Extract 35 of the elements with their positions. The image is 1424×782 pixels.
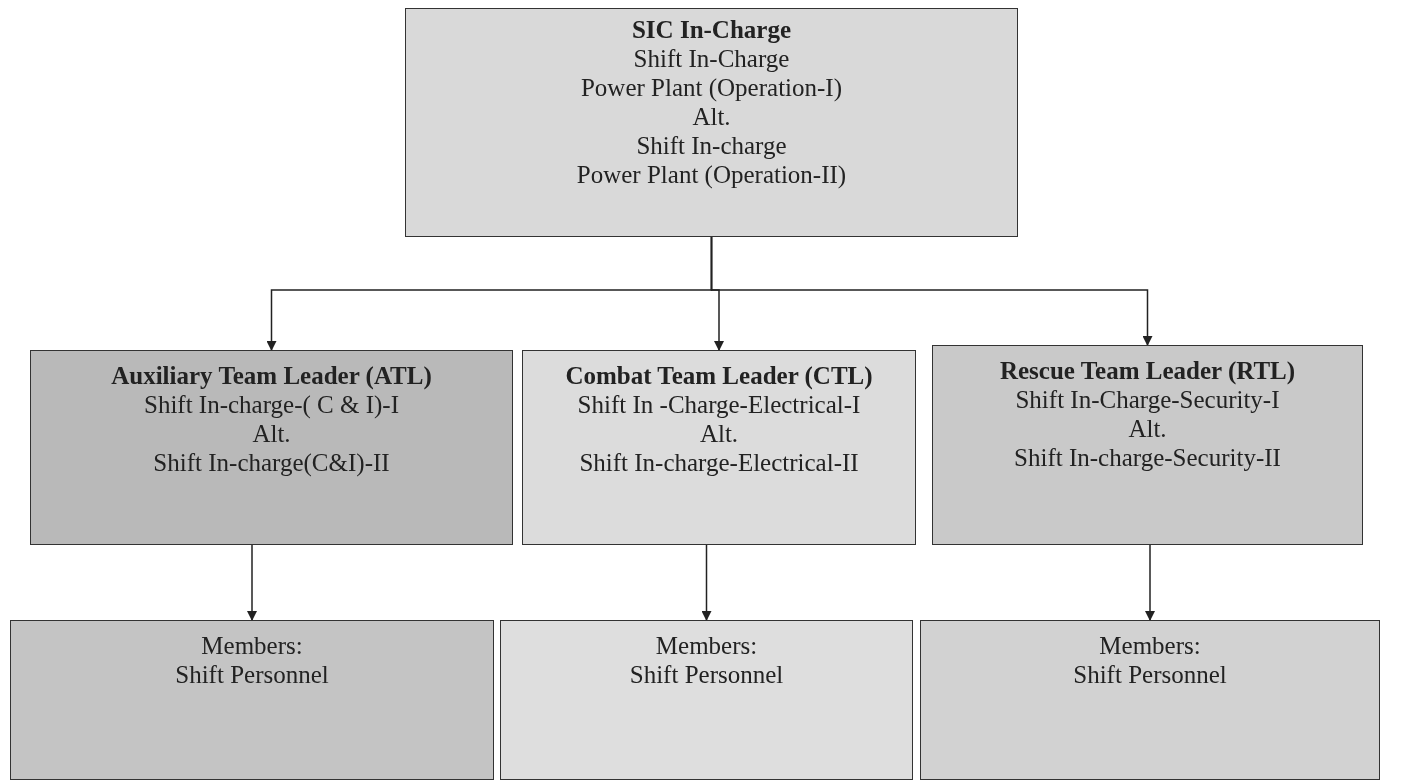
role-box xyxy=(522,350,916,545)
arrow xyxy=(710,236,1153,346)
role-text: Members: xyxy=(1099,631,1201,660)
role-text: Members: xyxy=(655,631,758,660)
arrow xyxy=(1145,544,1155,621)
role-text: Members: xyxy=(201,631,303,660)
role-text: Shift In -Charge-Electrical-I xyxy=(577,390,861,419)
role-text: Alt. xyxy=(699,419,739,448)
role-text: Alt. xyxy=(252,419,291,448)
role-text: Shift In-charge-Security-II xyxy=(1014,443,1281,472)
role-text: Shift Personnel xyxy=(175,660,329,689)
role-box xyxy=(10,620,494,780)
role-title: SIC In-Charge xyxy=(631,15,791,44)
role-text: Shift In-charge-( C & I)-I xyxy=(144,390,399,419)
role-text: Shift In-charge-Electrical-II xyxy=(579,448,859,477)
role-text: Shift Personnel xyxy=(1073,660,1227,689)
arrow xyxy=(701,544,712,621)
role-text: Shift In-charge xyxy=(636,131,787,160)
role-box xyxy=(500,620,913,780)
role-box xyxy=(932,345,1363,545)
role-text: Alt. xyxy=(692,102,731,131)
role-box xyxy=(30,350,513,545)
role-text: Power Plant (Operation-I) xyxy=(580,73,842,102)
role-text: Shift In-charge(C&I)-II xyxy=(153,448,390,477)
role-title: Rescue Team Leader (RTL) xyxy=(999,356,1296,385)
arrow xyxy=(247,544,257,621)
role-text: Alt. xyxy=(1128,414,1167,443)
role-text: Power Plant (Operation-II) xyxy=(576,160,847,189)
role-title: Auxiliary Team Leader (ATL) xyxy=(111,361,432,390)
role-box xyxy=(920,620,1380,780)
role-box xyxy=(405,8,1018,237)
role-title: Combat Team Leader (CTL) xyxy=(565,361,873,390)
role-text: Shift Personnel xyxy=(629,660,784,689)
role-text: Shift In-Charge xyxy=(633,44,790,73)
role-text: Shift In-Charge-Security-I xyxy=(1015,385,1280,414)
